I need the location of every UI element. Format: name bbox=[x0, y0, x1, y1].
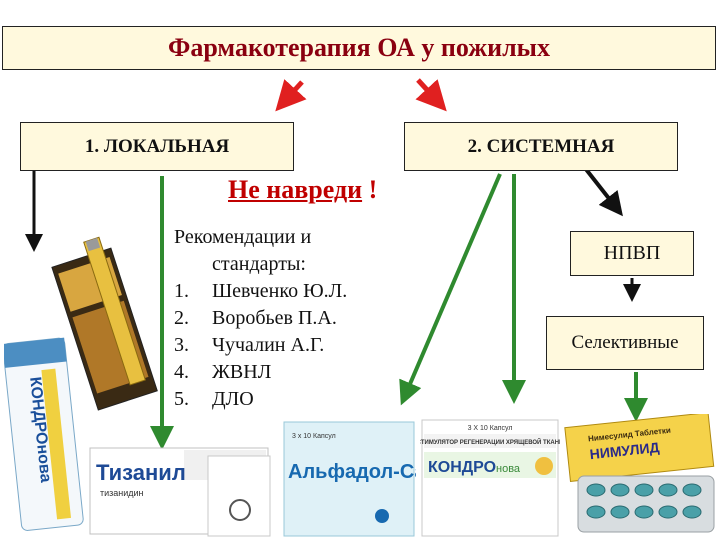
diagram-title: Фармакотерапия ОА у пожилых bbox=[168, 33, 550, 62]
list-item-number: 2. bbox=[174, 307, 189, 329]
tizanil-label: Тизанил bbox=[96, 460, 186, 485]
nsaid-label: НПВП bbox=[603, 242, 661, 264]
list-item: 2. Воробьев П.А. bbox=[174, 305, 347, 332]
list-item-text: Шевченко Ю.Л. bbox=[212, 280, 348, 302]
systemic-therapy-label: 2. СИСТЕМНАЯ bbox=[467, 135, 615, 157]
kondro-box-sub: нова bbox=[496, 463, 521, 475]
list-item: 3. Чучалин А.Г. bbox=[174, 332, 347, 359]
selective-label: Селективные bbox=[571, 332, 679, 353]
arrow-system-to-alfadol bbox=[399, 173, 502, 406]
local-therapy-label: 1. ЛОКАЛЬНАЯ bbox=[84, 135, 230, 157]
alfadol-box-image: 3 x 10 Капсул Альфадол-Са bbox=[283, 421, 416, 537]
nimulid-label: НИМУЛИД bbox=[589, 439, 660, 462]
kondro-box-count-label: 3 X 10 Капсул bbox=[468, 425, 513, 432]
nimulid-pack-image: Нимесулид Таблетки НИМУЛИД bbox=[564, 414, 715, 533]
list-item-text: ДЛО bbox=[212, 388, 254, 410]
list-item-number: 4. bbox=[174, 361, 189, 383]
list-item-text: ЖВНЛ bbox=[212, 361, 272, 383]
list-item-text: Чучалин А.Г. bbox=[212, 334, 325, 356]
list-item-number: 5. bbox=[174, 388, 189, 410]
motto-mark: ! bbox=[362, 175, 378, 204]
ointment-box-image bbox=[51, 236, 158, 411]
list-item: 5. ДЛО bbox=[174, 386, 347, 413]
title-box: Фармакотерапия ОА у пожилых bbox=[2, 26, 716, 70]
arrow-title-to-local bbox=[275, 79, 307, 112]
kondro-box-image: 3 X 10 Капсул СТИМУЛЯТОР РЕГЕНЕРАЦИИ ХРЯ… bbox=[420, 419, 560, 537]
list-item: 4. ЖВНЛ bbox=[174, 359, 347, 386]
alfadol-count-label: 3 x 10 Капсул bbox=[292, 433, 336, 440]
kondro-box-name: КОНДРО bbox=[428, 459, 496, 476]
local-therapy-box: 1. ЛОКАЛЬНАЯ bbox=[20, 122, 294, 171]
systemic-therapy-box: 2. СИСТЕМНАЯ bbox=[404, 122, 678, 171]
nsaid-box: НПВП bbox=[570, 231, 694, 276]
arrow-title-to-system bbox=[415, 78, 447, 112]
motto-text: Не навреди bbox=[228, 175, 363, 204]
arrow-system-to-npvp bbox=[583, 166, 623, 217]
tizanil-sub-label: тизанидин bbox=[100, 488, 144, 498]
recommendations-subheading: стандарты: bbox=[212, 253, 306, 275]
list-item-number: 1. bbox=[174, 280, 189, 302]
motto: Не навреди ! bbox=[228, 175, 377, 205]
kondro-box-top-label: СТИМУЛЯТОР РЕГЕНЕРАЦИИ ХРЯЩЕВОЙ ТКАНИ bbox=[420, 438, 560, 446]
recommendations: Рекомендации и стандарты: 1. Шевченко Ю.Л… bbox=[174, 224, 347, 413]
recommendations-heading: Рекомендации и bbox=[174, 226, 312, 248]
alfadol-label: Альфадол-Са bbox=[288, 461, 416, 483]
list-item: 1. Шевченко Ю.Л. bbox=[174, 278, 347, 305]
tizanil-side-image bbox=[207, 455, 271, 537]
list-item-number: 3. bbox=[174, 334, 189, 356]
kondronova-tube-image: КОНДРОнова bbox=[4, 337, 84, 531]
list-item-text: Воробьев П.А. bbox=[212, 307, 337, 329]
recommendations-list: 1. Шевченко Ю.Л. 2. Воробьев П.А. 3. Чучали… bbox=[174, 278, 347, 413]
selective-box: Селективные bbox=[546, 316, 704, 370]
